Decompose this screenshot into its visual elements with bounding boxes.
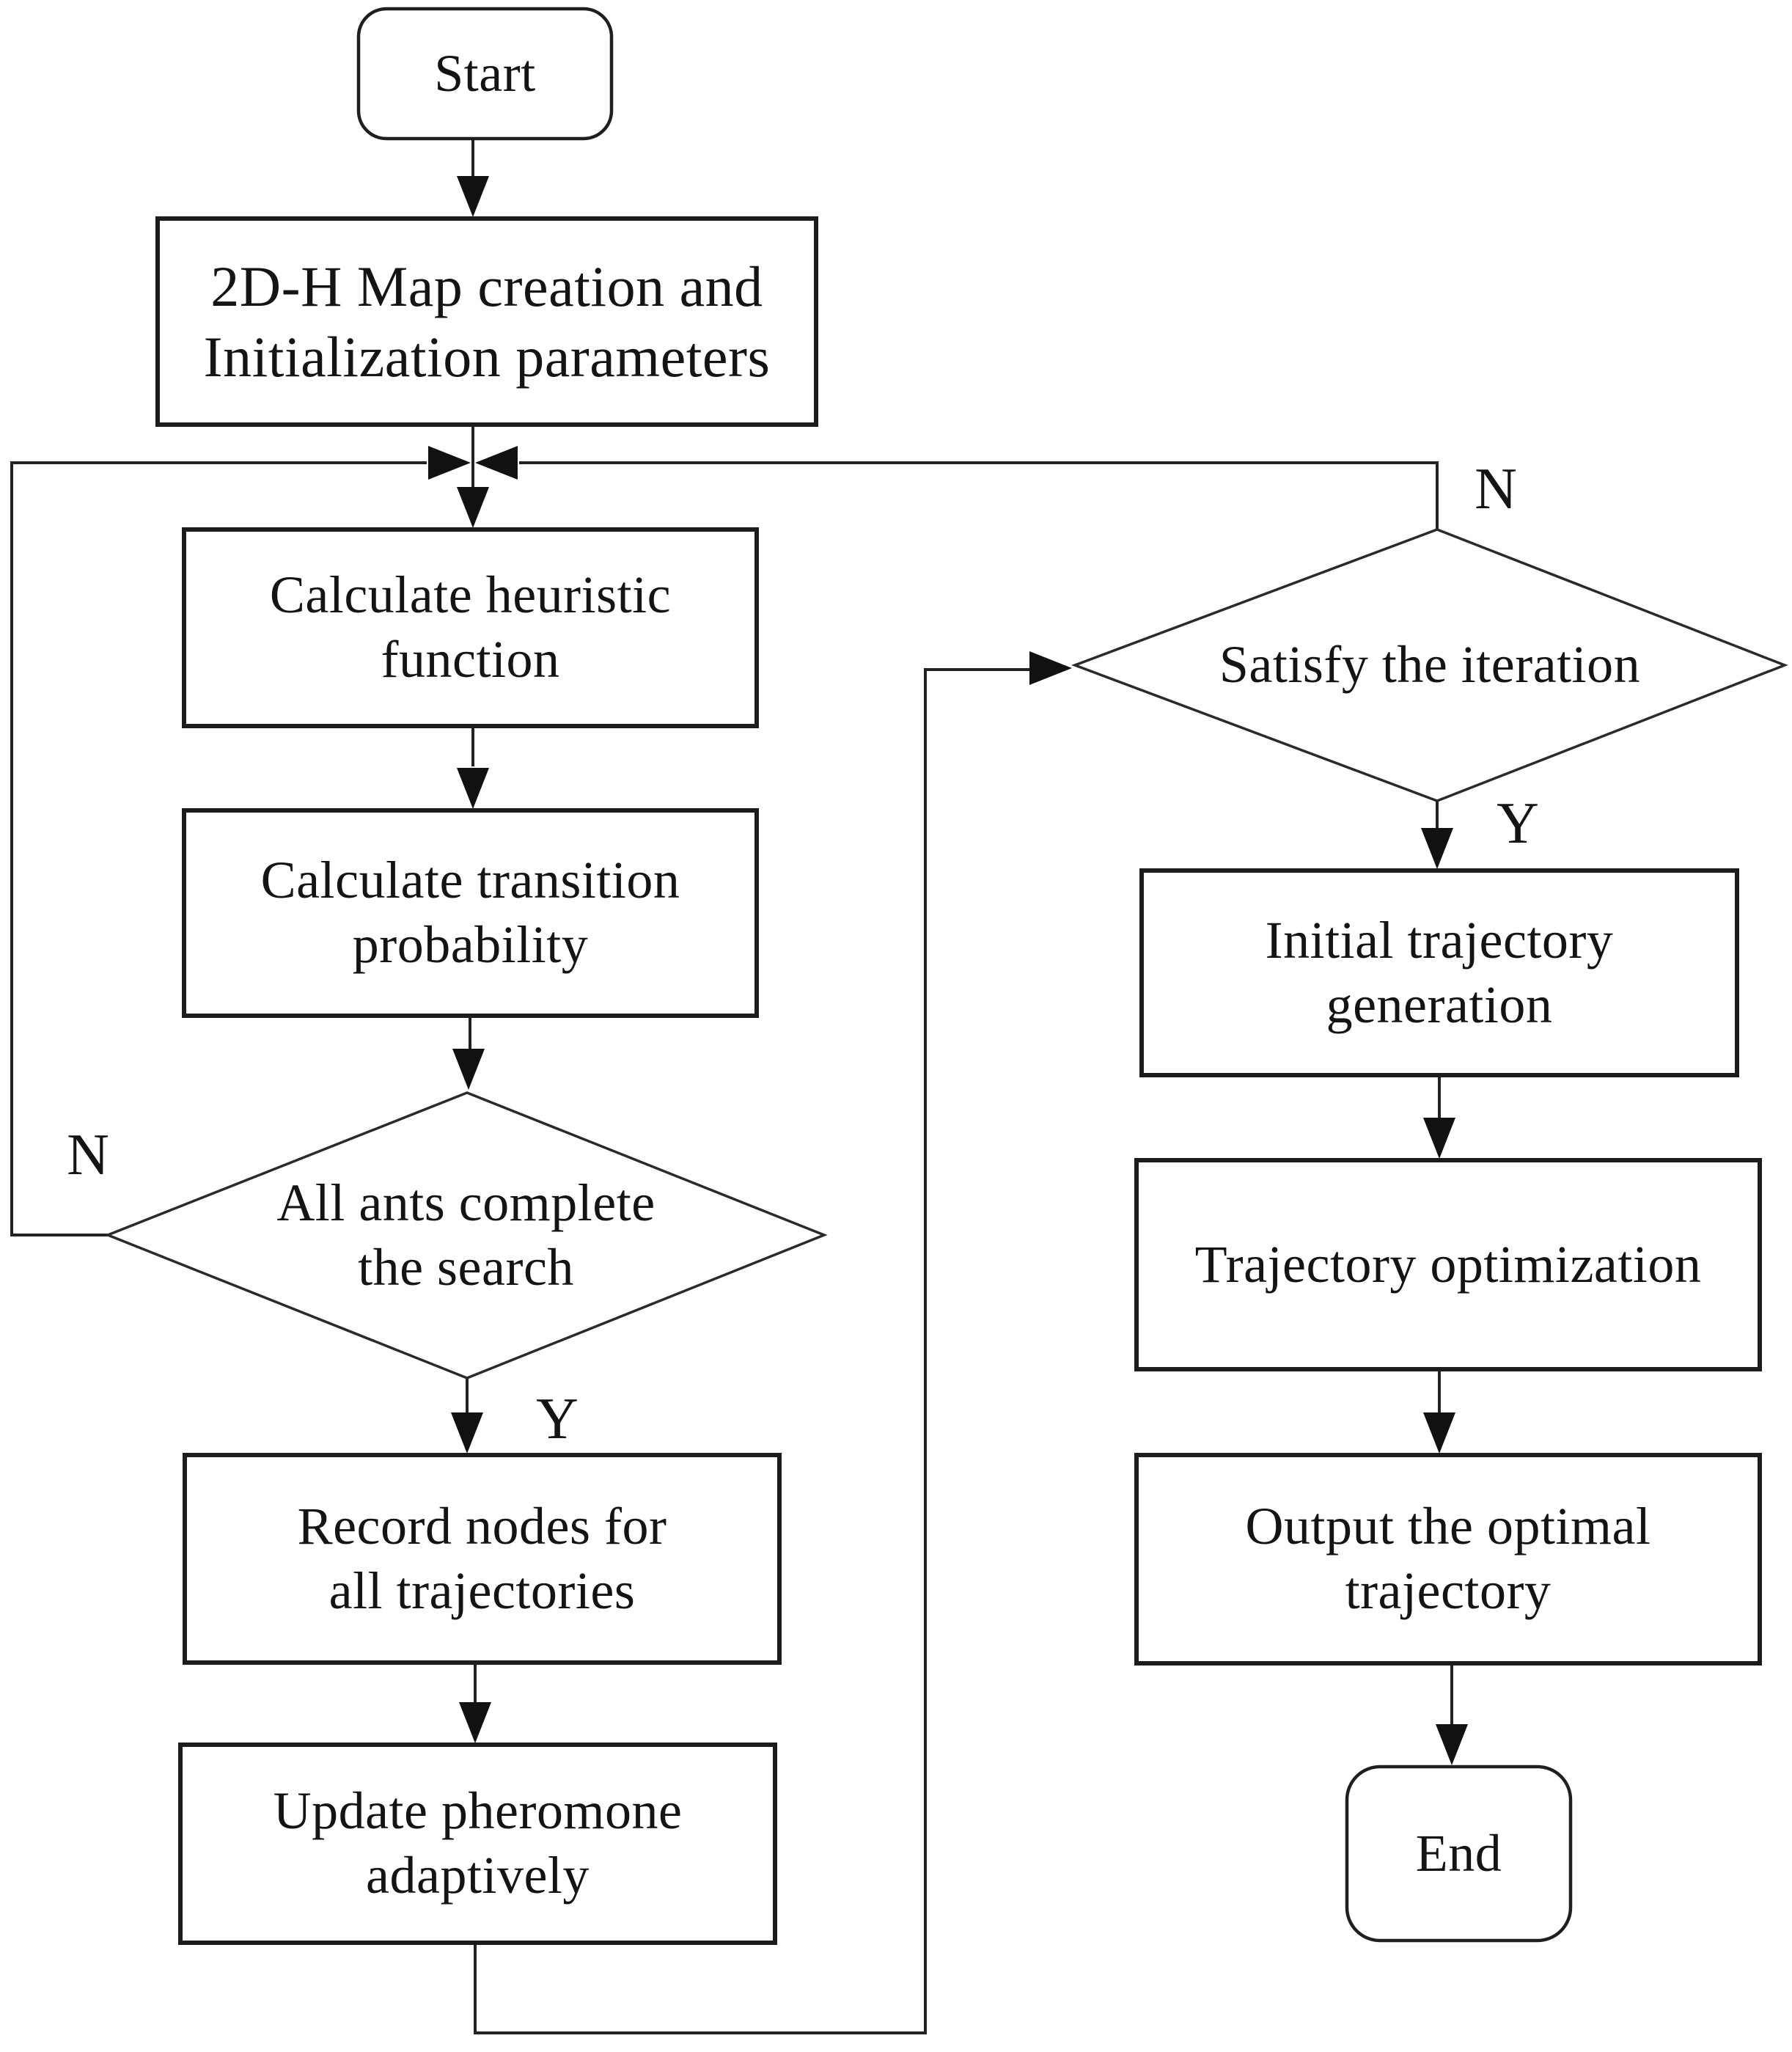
- all-ants-decision-shape: [104, 1091, 828, 1379]
- satisfy-iteration-no-branch-label: N: [1475, 456, 1517, 521]
- arrowhead-left-icon: [475, 446, 518, 480]
- arrowhead-down-icon: [457, 487, 489, 528]
- all-ants-decision-label: All ants complete the search: [276, 1173, 656, 1297]
- end-node-shape: [1345, 1765, 1573, 1943]
- edge-ants-no-return: [10, 461, 427, 1236]
- arrowhead-down-icon: [457, 768, 489, 809]
- arrowhead-down-icon: [1423, 1118, 1455, 1159]
- output-trajectory-node-shape: [1134, 1453, 1762, 1666]
- satisfy-iteration-decision-label: Satisfy the iteration: [1219, 635, 1641, 695]
- arrowhead-down-icon: [451, 1412, 483, 1454]
- output-trajectory-node-label: Output the optimal trajectory: [1245, 1497, 1651, 1620]
- map-init-node-label: 2D-H Map creation and Initialization par…: [203, 254, 771, 389]
- calc-heuristic-node-shape: [182, 527, 759, 728]
- initial-trajectory-node-shape: [1139, 868, 1739, 1077]
- all-ants-no-branch-label: N: [67, 1122, 109, 1187]
- record-nodes-node-label: Record nodes for all trajectories: [297, 1496, 667, 1620]
- arrowhead-down-icon: [459, 1702, 491, 1743]
- trajectory-optimization-node-shape: [1134, 1158, 1762, 1371]
- edge-update-iteration: [474, 668, 1031, 2034]
- map-init-node-shape: [155, 216, 818, 427]
- arrowhead-down-icon: [452, 1049, 485, 1090]
- connector-group: [10, 139, 1468, 2034]
- calc-heuristic-node-label: Calculate heuristic function: [269, 565, 672, 689]
- trajectory-optimization-node-label: Trajectory optimization: [1194, 1234, 1702, 1294]
- record-nodes-node-shape: [183, 1453, 782, 1665]
- arrowhead-down-icon: [1423, 1412, 1455, 1454]
- update-pheromone-node-label: Update pheromone adaptively: [273, 1781, 683, 1905]
- arrowhead-down-icon: [1421, 828, 1453, 869]
- end-node-label: End: [1415, 1823, 1502, 1883]
- start-node-shape: [356, 7, 614, 141]
- arrowhead-right-icon: [428, 446, 471, 480]
- satisfy-iteration-yes-branch-label: Y: [1497, 791, 1539, 856]
- edge-iteration-no-return: [519, 461, 1439, 530]
- start-node-label: Start: [434, 43, 536, 103]
- update-pheromone-node-shape: [178, 1743, 777, 1945]
- arrowhead-down-icon: [457, 176, 489, 217]
- all-ants-yes-branch-label: Y: [536, 1386, 579, 1451]
- satisfy-iteration-decision-shape: [1071, 528, 1788, 802]
- arrowhead-right-icon: [1029, 651, 1072, 685]
- arrowhead-down-icon: [1436, 1724, 1468, 1765]
- calc-transition-node-label: Calculate transition probability: [260, 851, 680, 974]
- initial-trajectory-node-label: Initial trajectory generation: [1265, 910, 1614, 1034]
- node-group: [104, 7, 1788, 1945]
- calc-transition-node-shape: [182, 808, 759, 1018]
